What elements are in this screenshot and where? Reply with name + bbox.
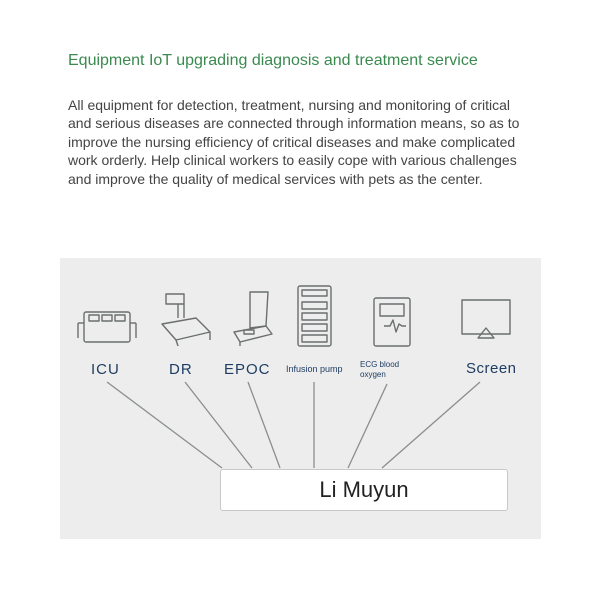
dr-xray-icon bbox=[161, 293, 211, 347]
ecg-monitor-icon bbox=[373, 297, 411, 347]
infusion-pump-icon bbox=[297, 285, 332, 347]
device-label-dr: DR bbox=[169, 361, 193, 378]
icu-monitor-icon bbox=[77, 311, 137, 343]
hub-box: Li Muyun bbox=[220, 469, 508, 511]
link-screen bbox=[381, 381, 481, 469]
device-label-icu: ICU bbox=[91, 361, 120, 378]
epoc-analyzer-icon bbox=[233, 291, 273, 346]
link-dr bbox=[184, 381, 253, 469]
screen-icon bbox=[461, 299, 511, 339]
link-ecg bbox=[347, 383, 388, 469]
page-title: Equipment IoT upgrading diagnosis and tr… bbox=[68, 52, 478, 69]
description-text: All equipment for detection, treatment, … bbox=[68, 97, 520, 187]
device-label-epoc: EPOC bbox=[224, 361, 271, 378]
device-diagram: ICU DR EPOC Infusion pump ECG blood oxyg… bbox=[60, 258, 541, 539]
device-label-infusion-pump: Infusion pump bbox=[286, 364, 343, 374]
link-epoc bbox=[247, 381, 281, 469]
device-label-ecg: ECG blood oxygen bbox=[360, 360, 400, 379]
connection-lines bbox=[106, 381, 481, 469]
device-label-screen: Screen bbox=[466, 360, 517, 377]
link-icu bbox=[106, 381, 223, 469]
hub-label: Li Muyun bbox=[319, 477, 409, 502]
